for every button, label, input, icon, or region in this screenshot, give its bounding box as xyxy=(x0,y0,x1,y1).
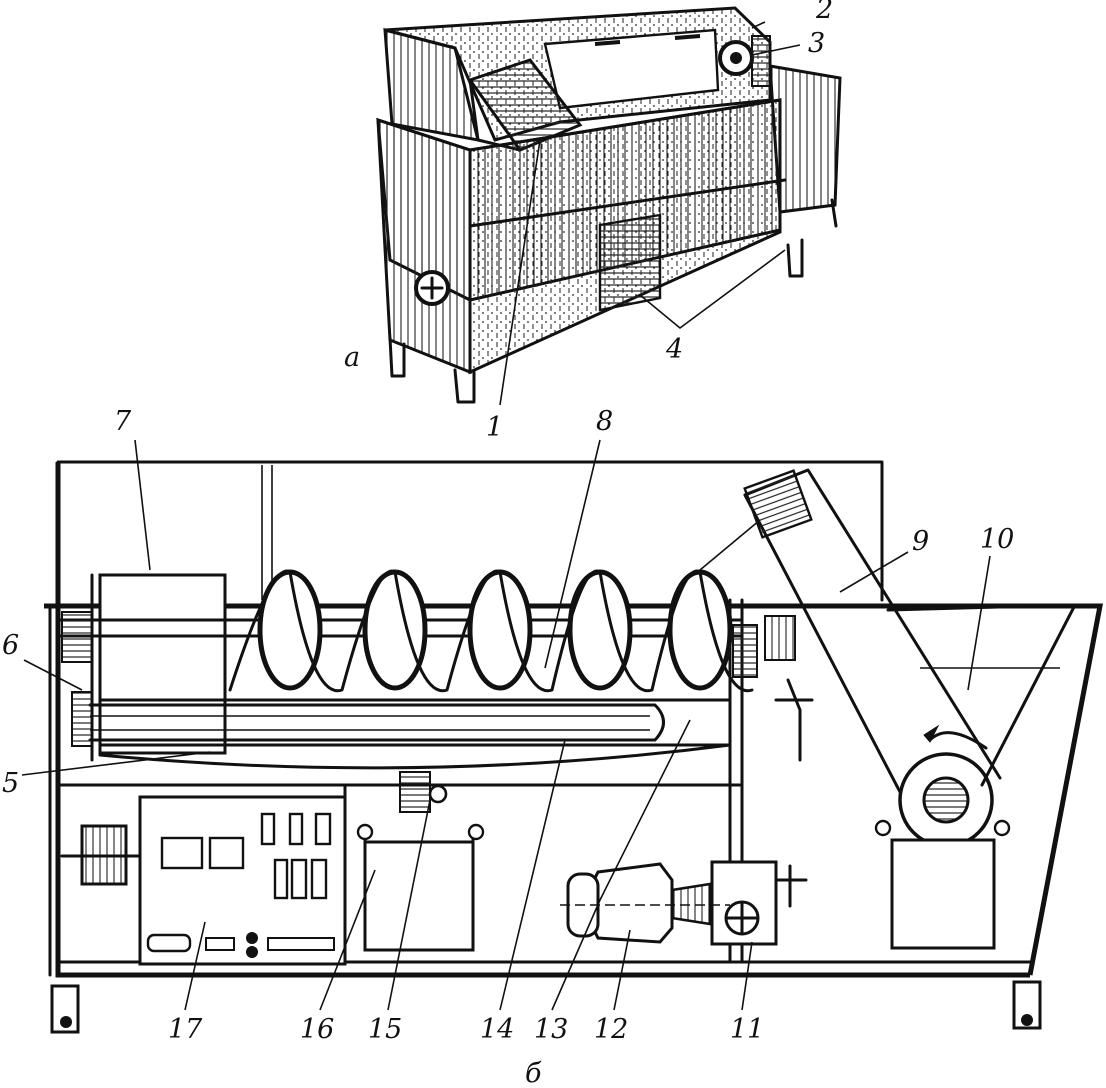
callout-8: 8 xyxy=(596,406,613,437)
view-a-exterior: а 1 2 3 4 xyxy=(344,0,842,443)
callout-5: 5 xyxy=(2,768,19,799)
machine-exterior-icon xyxy=(376,6,842,404)
control-cabinet-icon xyxy=(138,795,347,966)
auger-flight xyxy=(567,569,633,691)
callout-10: 10 xyxy=(980,524,1014,555)
feet xyxy=(50,980,1042,1034)
callout-1: 1 xyxy=(486,412,503,443)
callout-9: 9 xyxy=(912,526,929,557)
callout-3: 3 xyxy=(808,28,825,59)
drive-motor-icon xyxy=(560,860,808,946)
view-b-section: 7 8 9 10 6 5 17 16 15 14 13 12 11 б xyxy=(2,406,1104,1088)
callout-6: 6 xyxy=(2,630,19,661)
callout-15: 15 xyxy=(368,1014,402,1045)
callout-17: 17 xyxy=(168,1014,203,1045)
callout-7: 7 xyxy=(114,406,132,437)
view-a-caption: а xyxy=(344,342,360,373)
auger-flight xyxy=(667,569,733,691)
callout-2: 2 xyxy=(815,0,833,25)
callout-14: 14 xyxy=(480,1014,514,1045)
left-coil xyxy=(60,824,142,886)
callout-13: 13 xyxy=(534,1014,568,1045)
callout-16: 16 xyxy=(300,1014,334,1045)
callout-11: 11 xyxy=(730,1014,764,1045)
callout-12: 12 xyxy=(594,1014,628,1045)
auger-helix xyxy=(228,569,754,693)
view-b-caption: б xyxy=(525,1058,542,1088)
auger-screw-icon xyxy=(58,569,754,770)
callout-4: 4 xyxy=(665,334,683,365)
